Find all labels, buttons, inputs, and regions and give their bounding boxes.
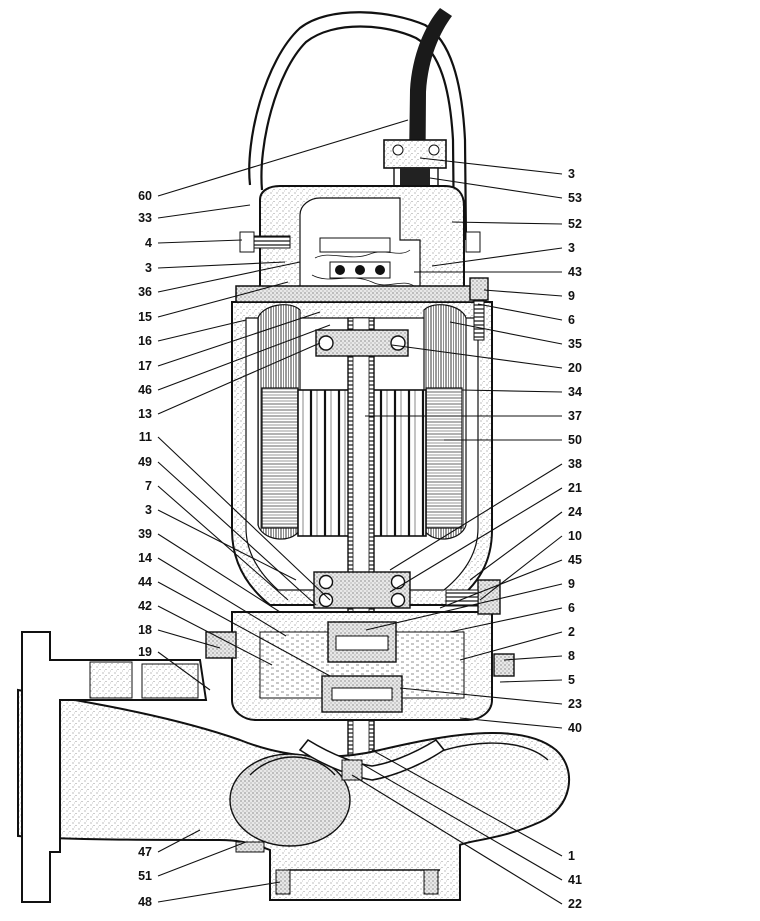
callout-60: 60 — [138, 189, 152, 203]
callout-3-lower: 3 — [145, 503, 152, 517]
callout-17: 17 — [138, 359, 152, 373]
callout-45: 45 — [568, 553, 582, 567]
callout-41: 41 — [568, 873, 582, 887]
callout-23: 23 — [568, 697, 582, 711]
callout-44: 44 — [138, 575, 152, 589]
callout-1: 1 — [568, 849, 575, 863]
callout-39: 39 — [138, 527, 152, 541]
callout-labels-right: 3 53 52 3 43 9 6 35 20 34 37 50 38 21 24… — [568, 167, 582, 911]
callout-21: 21 — [568, 481, 582, 495]
terminal-block — [311, 237, 415, 287]
leader-lines — [157, 119, 563, 905]
oil-chamber — [231, 611, 493, 721]
wear-ring — [235, 841, 439, 895]
callout-15: 15 — [138, 310, 152, 324]
callout-5: 5 — [568, 673, 575, 687]
callout-37: 37 — [568, 409, 582, 423]
discharge-flange — [21, 631, 208, 903]
callout-35: 35 — [568, 337, 582, 351]
callout-3-upper: 3 — [145, 261, 152, 275]
callout-34: 34 — [568, 385, 582, 399]
lower-bearing — [313, 571, 411, 609]
callout-51: 51 — [138, 869, 152, 883]
callout-46: 46 — [138, 383, 152, 397]
callout-53: 53 — [568, 191, 582, 205]
callout-2: 2 — [568, 625, 575, 639]
callout-6-lower: 6 — [568, 601, 575, 615]
side-bolt — [239, 231, 481, 253]
callout-38: 38 — [568, 457, 582, 471]
callout-6-upper: 6 — [568, 313, 575, 327]
upper-bearing — [315, 329, 409, 357]
callout-47: 47 — [138, 845, 152, 859]
pump-volute — [17, 688, 570, 901]
callout-33: 33 — [138, 211, 152, 225]
callout-16: 16 — [138, 334, 152, 348]
callout-24: 24 — [568, 505, 582, 519]
callout-4: 4 — [145, 236, 152, 250]
callout-13: 13 — [138, 407, 152, 421]
callout-22: 22 — [568, 897, 582, 911]
callout-7: 7 — [145, 479, 152, 493]
callout-36: 36 — [138, 285, 152, 299]
callout-42: 42 — [138, 599, 152, 613]
callout-14: 14 — [138, 551, 152, 565]
callout-18: 18 — [138, 623, 152, 637]
callout-10: 10 — [568, 529, 582, 543]
handle — [248, 11, 468, 241]
callout-43: 43 — [568, 265, 582, 279]
callout-11: 11 — [139, 430, 152, 444]
callout-20: 20 — [568, 361, 582, 375]
callout-3-gland: 3 — [568, 167, 575, 181]
callout-8: 8 — [568, 649, 575, 663]
mechanical-seals — [321, 621, 403, 713]
callout-labels-left: 60 33 4 3 36 15 16 17 46 13 11 49 7 3 39… — [138, 189, 152, 909]
callout-19: 19 — [138, 645, 152, 659]
stator-core — [261, 387, 463, 529]
callout-48: 48 — [138, 895, 152, 909]
callout-52: 52 — [568, 217, 582, 231]
callout-9-lower: 9 — [568, 577, 575, 591]
impeller — [298, 738, 446, 781]
callout-40: 40 — [568, 721, 582, 735]
callout-9-upper: 9 — [568, 289, 575, 303]
callout-3-terminal: 3 — [568, 241, 575, 255]
callout-49: 49 — [138, 455, 152, 469]
callout-50: 50 — [568, 433, 582, 447]
